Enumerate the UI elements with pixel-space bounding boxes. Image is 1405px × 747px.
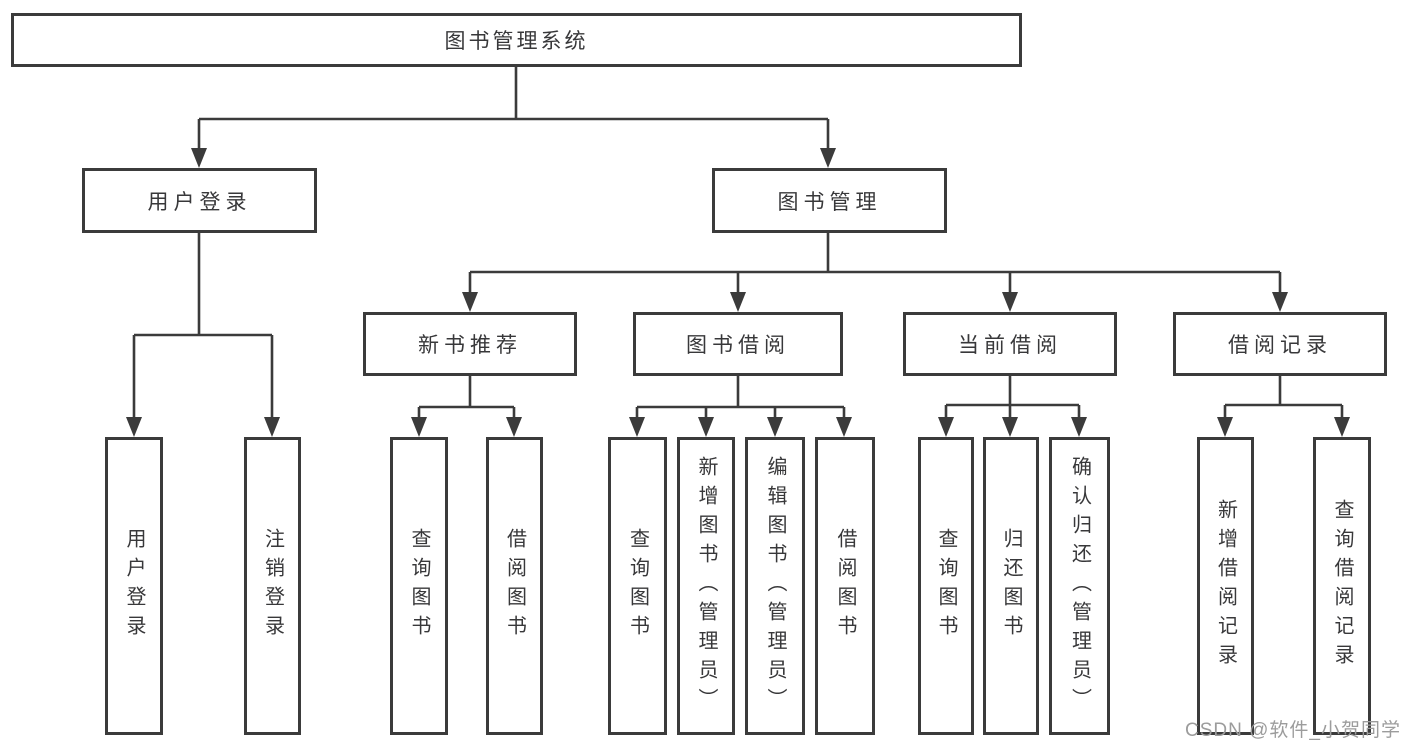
leaf-return-books-label: 归还图书 [1000, 528, 1022, 644]
node-book-borrowing: 图书借阅 [633, 312, 843, 376]
node-new-book-recommend-label: 新书推荐 [418, 334, 522, 357]
leaf-confirm-return-admin-label: 确认归还（管理员） [1068, 455, 1091, 717]
leaf-logout: 注销登录 [244, 437, 301, 735]
leaf-query-borrow-record: 查询借阅记录 [1313, 437, 1371, 735]
node-borrowing-records-label: 借阅记录 [1228, 334, 1332, 357]
leaf-borrow-books: 借阅图书 [815, 437, 875, 735]
leaf-user-login: 用户登录 [105, 437, 163, 735]
leaf-query-borrow-record-label: 查询借阅记录 [1331, 499, 1353, 673]
csdn-watermark: CSDN @软件_小贺同学 [1185, 720, 1401, 741]
node-new-book-recommend: 新书推荐 [363, 312, 577, 376]
leaf-borrow-books-recommend-label: 借阅图书 [503, 528, 526, 644]
leaf-query-books-recommend: 查询图书 [390, 437, 448, 735]
leaf-add-books-admin-label: 新增图书（管理员） [695, 455, 717, 717]
leaf-confirm-return-admin: 确认归还（管理员） [1049, 437, 1110, 735]
arrowheads [126, 148, 1350, 437]
node-root-label: 图书管理系统 [444, 30, 589, 53]
node-user-login: 用户登录 [82, 168, 317, 233]
node-book-borrowing-label: 图书借阅 [686, 334, 790, 357]
leaf-return-books: 归还图书 [983, 437, 1039, 735]
leaf-query-books-borrow-label: 查询图书 [626, 528, 649, 644]
leaf-query-books-current: 查询图书 [918, 437, 974, 735]
leaf-add-borrow-record-label: 新增借阅记录 [1214, 499, 1237, 673]
leaf-edit-books-admin-label: 编辑图书（管理员） [764, 455, 786, 717]
node-user-login-label: 用户登录 [147, 190, 252, 214]
leaf-add-books-admin: 新增图书（管理员） [677, 437, 735, 735]
node-book-management: 图书管理 [712, 168, 947, 233]
node-borrowing-records: 借阅记录 [1173, 312, 1387, 376]
node-book-management-label: 图书管理 [777, 190, 882, 214]
node-current-borrowing: 当前借阅 [903, 312, 1117, 376]
leaf-edit-books-admin: 编辑图书（管理员） [745, 437, 805, 735]
node-current-borrowing-label: 当前借阅 [958, 334, 1062, 357]
leaf-query-books-borrow: 查询图书 [608, 437, 667, 735]
connector-strokes [132, 67, 1344, 421]
leaf-logout-label: 注销登录 [261, 528, 284, 644]
leaf-query-books-current-label: 查询图书 [935, 528, 957, 644]
leaf-query-books-recommend-label: 查询图书 [408, 528, 430, 644]
leaf-user-login-label: 用户登录 [123, 528, 145, 644]
leaf-borrow-books-label: 借阅图书 [834, 528, 856, 644]
leaf-add-borrow-record: 新增借阅记录 [1197, 437, 1254, 735]
node-root-system: 图书管理系统 [11, 13, 1022, 67]
leaf-borrow-books-recommend: 借阅图书 [486, 437, 543, 735]
